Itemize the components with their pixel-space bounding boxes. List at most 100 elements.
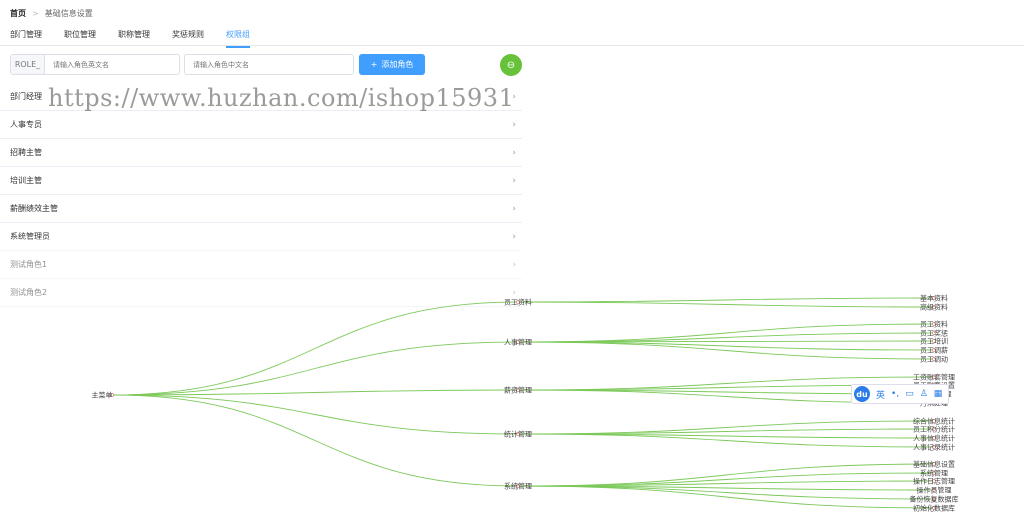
role-item[interactable]: 培训主管› — [0, 167, 522, 195]
tree-link — [517, 463, 935, 487]
tree-leaf-label[interactable]: 员工积分统计 — [913, 425, 955, 434]
tree-leaf-label[interactable]: 高级资料 — [920, 303, 948, 312]
tree-link — [517, 485, 935, 509]
tree-link — [111, 389, 519, 396]
dim-overlay — [0, 239, 1024, 514]
tree-leaf-label[interactable]: 员工调薪 — [920, 346, 948, 355]
plus-icon: + — [370, 60, 378, 69]
grid-icon[interactable]: ▦ — [933, 389, 943, 399]
tree-root-label[interactable]: 主菜单 — [92, 391, 113, 400]
tree-leaf-label[interactable]: 人事记录统计 — [913, 443, 955, 452]
tree-node-label[interactable]: 统计管理 — [504, 430, 532, 439]
role-label: 测试角色1 — [10, 260, 48, 269]
tree-node-dot[interactable] — [516, 484, 520, 488]
tree-leaf-label[interactable]: 操作日志管理 — [913, 477, 955, 486]
tree-node-dot[interactable] — [932, 471, 936, 475]
role-item[interactable]: 薪酬绩效主管› — [0, 195, 522, 223]
ime-lang[interactable]: 英 — [876, 390, 886, 401]
role-en-input[interactable] — [45, 55, 179, 74]
tree-node-dot[interactable] — [932, 339, 936, 343]
tree-node-dot[interactable] — [516, 300, 520, 304]
tree-link — [111, 394, 519, 435]
tree-node-dot[interactable] — [932, 479, 936, 483]
tree-node-dot[interactable] — [932, 497, 936, 501]
role-item[interactable]: 测试角色2› — [0, 279, 522, 307]
add-role-button[interactable]: + 添加角色 — [359, 54, 425, 75]
tree-link — [517, 340, 935, 343]
tree-leaf-label[interactable]: 人事信息统计 — [913, 434, 955, 443]
chevron-right-icon: › — [512, 259, 516, 270]
tree-link — [517, 341, 935, 360]
tree-leaf-label[interactable]: 综合信息统计 — [913, 417, 955, 426]
tree-node-dot[interactable] — [932, 419, 936, 423]
tree-node-label[interactable]: 人事管理 — [504, 338, 532, 347]
tree-link — [517, 433, 935, 448]
tab-rewards[interactable]: 奖惩规则 — [172, 30, 204, 39]
tree-node-dot[interactable] — [932, 436, 936, 440]
tree-node-dot[interactable] — [932, 488, 936, 492]
breadcrumb-home[interactable]: 首页 — [10, 9, 26, 18]
role-item[interactable]: 测试角色1 › — [0, 251, 522, 279]
tree-leaf-label[interactable]: 操作员管理 — [917, 486, 952, 495]
tab-title[interactable]: 职称管理 — [118, 30, 150, 39]
tree-link — [517, 332, 935, 343]
role-item[interactable]: 部门经理› — [0, 83, 522, 111]
tree-node-dot[interactable] — [932, 506, 936, 510]
role-item[interactable]: 招聘主管› — [0, 139, 522, 167]
chevron-right-icon: › — [512, 91, 516, 102]
role-prefix: ROLE_ — [11, 55, 46, 74]
tree-leaf-label[interactable]: 工资账套管理 — [913, 373, 955, 382]
tree-node-dot[interactable] — [932, 357, 936, 361]
tree-node-dot[interactable] — [932, 305, 936, 309]
tree-leaf-label[interactable]: 基础信息设置 — [913, 460, 955, 469]
tree-leaf-label[interactable]: 基本资料 — [920, 294, 948, 303]
punctuation-icon[interactable]: •, — [891, 389, 900, 399]
tree-node-dot[interactable] — [932, 462, 936, 466]
breadcrumb: 首页 > 基础信息设置 — [10, 8, 93, 19]
tree-node-dot[interactable] — [516, 340, 520, 344]
tree-leaf-label[interactable]: 备份恢复数据库 — [910, 495, 959, 504]
chevron-right-icon: › — [512, 287, 516, 298]
refresh-button[interactable]: ⊖ — [500, 54, 522, 76]
tab-position[interactable]: 职位管理 — [64, 30, 96, 39]
tab-department[interactable]: 部门管理 — [10, 30, 42, 39]
tree-link — [517, 485, 935, 491]
tree-node-dot[interactable] — [110, 393, 114, 397]
tree-leaf-label[interactable]: 员工资料 — [920, 320, 948, 329]
role-item[interactable]: 人事专员› — [0, 111, 522, 139]
role-zh-input-group — [184, 54, 354, 75]
tree-link — [517, 428, 935, 435]
role-label: 培训主管 — [10, 176, 42, 185]
role-list: 部门经理› 人事专员› 招聘主管› 培训主管› 薪酬绩效主管› 系统管理员› 测… — [0, 83, 522, 307]
tree-leaf-label[interactable]: 员工奖惩 — [920, 329, 948, 338]
tree-node-label[interactable]: 员工资料 — [504, 298, 532, 307]
role-zh-input[interactable] — [185, 55, 353, 74]
watermark: https://www.huzhan.com/ishop15931 — [48, 84, 515, 112]
tree-node-dot[interactable] — [932, 296, 936, 300]
tree-node-dot[interactable] — [516, 432, 520, 436]
tab-permission-group[interactable]: 权限组 — [226, 29, 250, 48]
role-label: 系统管理员 — [10, 232, 50, 241]
tree-leaf-label[interactable]: 员工培训 — [920, 337, 948, 346]
tree-node-dot[interactable] — [932, 331, 936, 335]
tree-node-dot[interactable] — [932, 348, 936, 352]
shirt-icon[interactable]: ▭ — [905, 389, 914, 399]
tree-node-dot[interactable] — [932, 375, 936, 379]
role-item[interactable]: 系统管理员› — [0, 223, 522, 251]
tree-leaf-label[interactable]: 员工调动 — [920, 355, 948, 364]
tree-node-label[interactable]: 薪资管理 — [504, 386, 532, 395]
chevron-right-icon: › — [512, 119, 516, 130]
tree-leaf-label[interactable]: 初始化数据库 — [913, 504, 955, 513]
tree-node-dot[interactable] — [932, 322, 936, 326]
breadcrumb-separator: > — [32, 9, 39, 18]
tree-leaf-label[interactable]: 系统管理 — [920, 469, 948, 478]
tree-link — [517, 433, 935, 439]
tree-node-label[interactable]: 系统管理 — [504, 482, 532, 491]
tree-link — [517, 480, 935, 487]
tree-node-dot[interactable] — [932, 445, 936, 449]
user-icon[interactable]: ♙ — [919, 389, 928, 399]
chevron-right-icon: › — [512, 203, 516, 214]
tree-node-dot[interactable] — [932, 427, 936, 431]
du-logo[interactable]: du — [854, 386, 870, 402]
tree-node-dot[interactable] — [516, 388, 520, 392]
